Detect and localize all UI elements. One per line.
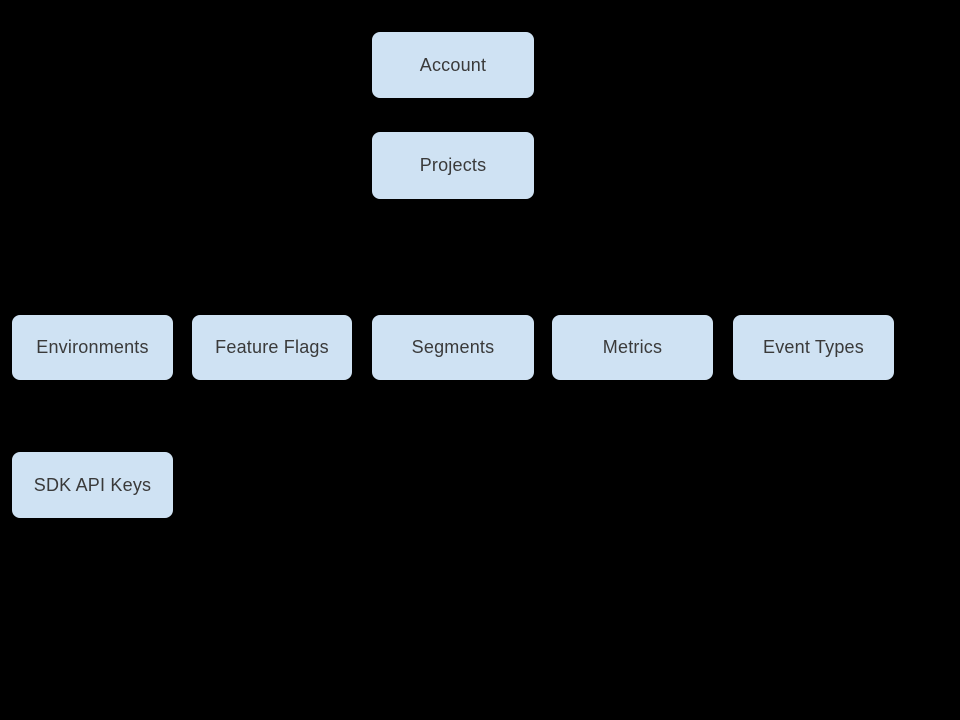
node-sdk-api-keys: SDK API Keys <box>10 450 175 520</box>
node-projects-label: Projects <box>419 155 487 175</box>
node-environments: Environments <box>10 313 175 382</box>
node-segments-label: Segments <box>411 337 495 357</box>
node-sdk-api-keys-label: SDK API Keys <box>33 474 152 495</box>
node-event-types-label: Event Types <box>763 337 864 357</box>
node-metrics: Metrics <box>550 313 715 382</box>
node-segments: Segments <box>370 313 536 382</box>
node-feature-flags: Feature Flags <box>190 313 354 382</box>
node-account-label: Account <box>419 54 487 75</box>
node-event-types: Event Types <box>731 313 896 382</box>
node-account: Account <box>370 30 536 100</box>
node-projects: Projects <box>370 130 536 201</box>
node-environments-label: Environments <box>36 337 149 357</box>
node-feature-flags-label: Feature Flags <box>215 337 329 357</box>
node-metrics-label: Metrics <box>602 337 663 357</box>
